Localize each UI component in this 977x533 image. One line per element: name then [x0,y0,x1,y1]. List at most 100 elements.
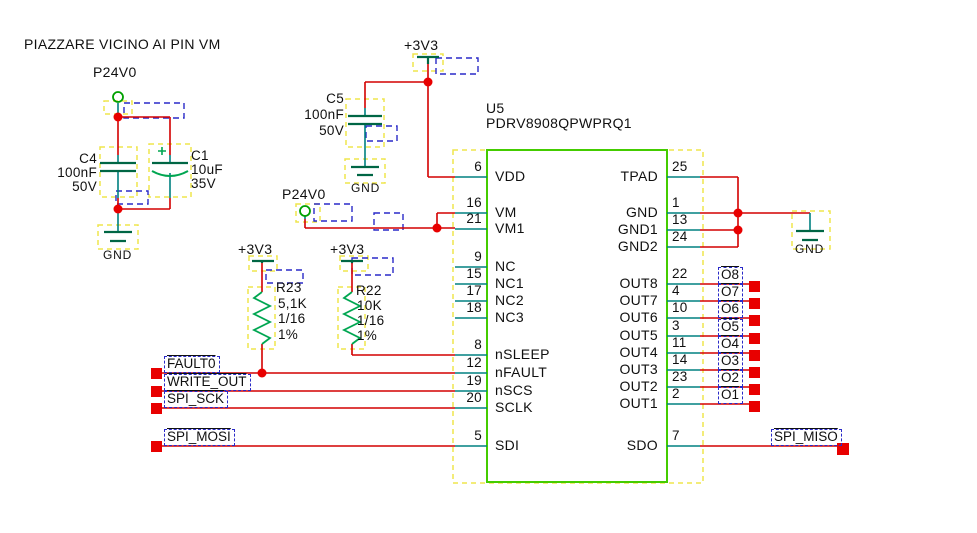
r23-refdes[interactable]: R23 [276,280,302,295]
power-bar-3v3-r23 [252,259,274,263]
pin-name: NC3 [495,309,524,325]
power-label-3v3-r23[interactable]: +3V3 [238,241,273,257]
pin-name: VDD [495,168,526,184]
net-label-o4-text: O4 [721,336,740,351]
capacitor-c4-symbol [100,161,136,173]
port-square-O1[interactable] [749,401,760,412]
net-label-o8[interactable]: O8 [718,267,744,285]
c1-value[interactable]: 10uF [191,162,223,177]
selection-boxes [115,57,479,284]
r22-tolerance[interactable]: 1% [357,328,378,343]
port-square-WRITE_OUT[interactable] [151,386,162,397]
c5-refdes[interactable]: C5 [326,91,344,106]
c4-refdes[interactable]: C4 [79,151,97,166]
port-square-O6[interactable] [749,315,760,326]
port-square-O2[interactable] [749,384,760,395]
net-label-o5[interactable]: O5 [718,319,744,337]
net-label-o1[interactable]: O1 [718,387,744,405]
port-square-SPI_MOSI[interactable] [151,441,162,452]
pin-number: 6 [474,159,482,174]
pin-name: OUT6 [619,309,658,325]
c4-value[interactable]: 100nF [57,165,97,180]
c1-refdes[interactable]: C1 [191,148,209,163]
pin-number: 13 [672,212,688,227]
pin-number: 2 [672,386,680,401]
c1-rating[interactable]: 35V [191,176,216,191]
net-label-o6[interactable]: O6 [718,301,744,319]
r23-value[interactable]: 5,1K [278,296,307,311]
net-label-write_out[interactable]: WRITE_OUT [164,374,251,392]
net-label-o6-text: O6 [721,301,740,316]
r23-tolerance[interactable]: 1% [278,327,299,342]
net-label-spi_mosi-text: SPI_MOSI [167,429,231,444]
pin-number: 4 [672,283,680,298]
pin-name: nSLEEP [495,346,550,362]
ic-body[interactable] [486,149,668,483]
symbol-plates[interactable] [100,55,824,263]
net-label-spi_sck-text: SPI_SCK [167,391,225,406]
pin-name: OUT1 [619,395,658,411]
ic-part-number[interactable]: PDRV8908QPWPRQ1 [486,115,632,131]
net-label-spi-miso[interactable]: SPI_MISO [771,429,842,447]
port-square-O7[interactable] [749,298,760,309]
r22-value[interactable]: 10K [357,298,382,313]
r22-wattage[interactable]: 1/16 [357,313,385,328]
pin-number: 20 [466,390,482,405]
pin-number: 17 [466,283,482,298]
net-label-fault0[interactable]: FAULT0 [164,356,220,374]
power-port-circles[interactable] [112,91,311,217]
net-label-o5-text: O5 [721,319,740,334]
pin-number: 21 [466,211,482,226]
power-label-p24v0-top[interactable]: P24V0 [93,64,137,80]
port-square-FAULT0[interactable] [151,368,162,379]
port-square-O8[interactable] [749,281,760,292]
net-label-spi_mosi[interactable]: SPI_MOSI [164,429,235,447]
p24v0-top-circle [112,91,124,103]
pin-name: SDI [495,437,520,453]
gnd-label-right: GND [795,242,825,256]
net-label-o2[interactable]: O2 [718,370,744,388]
pin-name: OUT2 [619,378,658,394]
gnd-symbol-c5 [351,165,379,177]
port-square-O3[interactable] [749,367,760,378]
pin-number: 3 [672,318,680,333]
gnd-symbol-right [796,229,824,242]
p24v0-mid-circle [299,205,311,217]
power-label-3v3-top[interactable]: +3V3 [404,37,439,53]
capacitor-c5-symbol [348,114,382,126]
pin-number: 8 [474,337,482,352]
wires[interactable] [117,64,838,447]
pin-name: OUT8 [619,275,658,291]
pin-number: 9 [474,249,482,264]
r22-refdes[interactable]: R22 [356,283,382,298]
net-label-spi_sck[interactable]: SPI_SCK [164,391,229,409]
pin-number: 22 [672,266,688,281]
r23-wattage[interactable]: 1/16 [278,311,306,326]
note-text[interactable]: PIAZZARE VICINO AI PIN VM [24,36,221,52]
pin-name: SCLK [495,399,533,415]
pin-name: NC [495,258,516,274]
pin-name: NC2 [495,292,524,308]
c5-rating[interactable]: 50V [319,123,344,138]
pin-name: nSCS [495,382,533,398]
power-label-p24v0-mid[interactable]: P24V0 [282,186,326,202]
pin-number: 25 [672,159,688,174]
net-label-o4[interactable]: O4 [718,336,744,354]
c5-value[interactable]: 100nF [304,107,344,122]
symbol-green[interactable] [151,147,363,345]
pin-number: 7 [672,428,680,443]
capacitor-c1-curved-plate [151,170,189,177]
port-square-O5[interactable] [749,333,760,344]
net-label-o3-text: O3 [721,353,740,368]
ic-refdes[interactable]: U5 [486,100,505,116]
net-label-o7[interactable]: O7 [718,284,744,302]
pin-number: 16 [466,195,482,210]
port-square-SPI_SCK[interactable] [151,403,162,414]
net-label-o3[interactable]: O3 [718,353,744,371]
power-label-3v3-r22[interactable]: +3V3 [330,241,365,257]
c4-rating[interactable]: 50V [72,179,97,194]
port-square-O4[interactable] [749,350,760,361]
pin-name: TPAD [620,168,658,184]
